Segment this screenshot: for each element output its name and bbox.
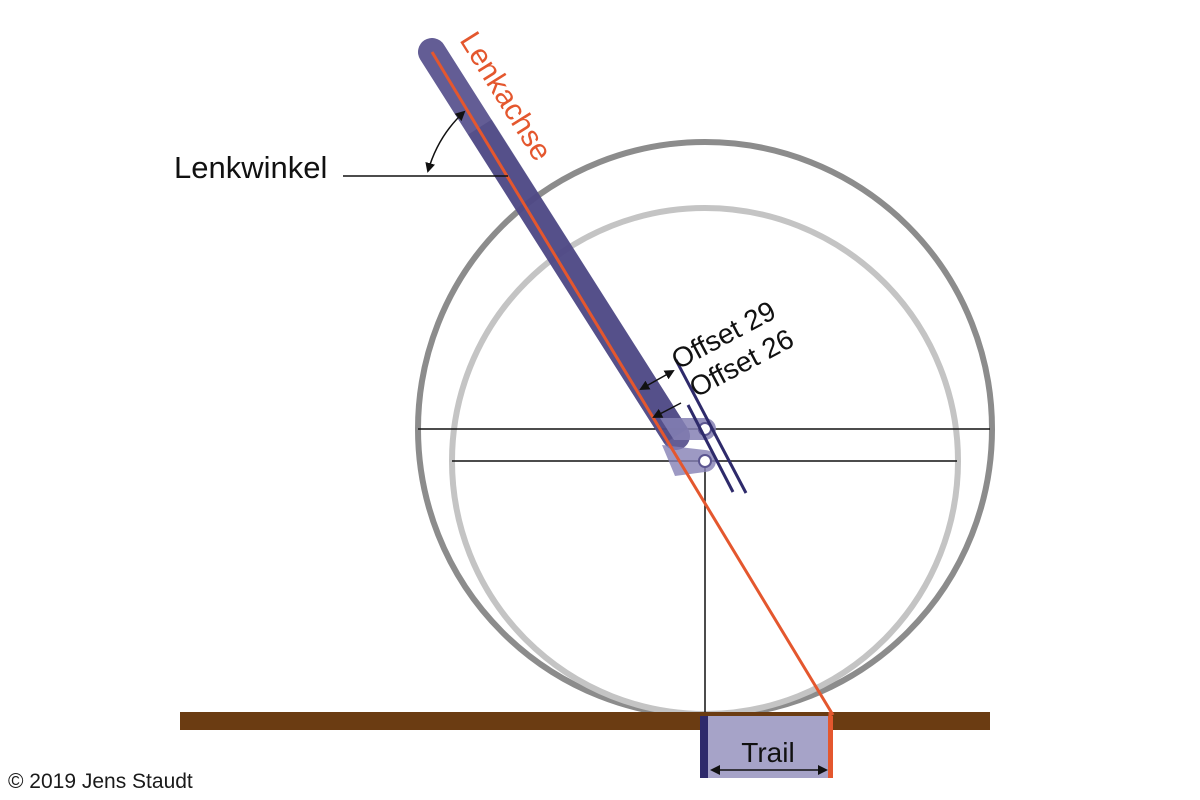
fork-tube [418, 38, 690, 450]
offset-26-arrow [652, 402, 682, 418]
steering-angle-arc [425, 110, 466, 173]
copyright-text: © 2019 Jens Staudt [8, 770, 193, 793]
ground-bar [180, 712, 990, 730]
steering-angle-label: Lenkwinkel [174, 150, 327, 185]
trail-box-left-edge [700, 716, 708, 778]
trail-label: Trail [741, 737, 794, 768]
offset-26-line [686, 404, 735, 493]
offset-29-arrow [639, 370, 675, 390]
steering-axis-line [430, 51, 835, 716]
axle-point-26 [698, 454, 712, 468]
offset-29-line [674, 359, 748, 494]
